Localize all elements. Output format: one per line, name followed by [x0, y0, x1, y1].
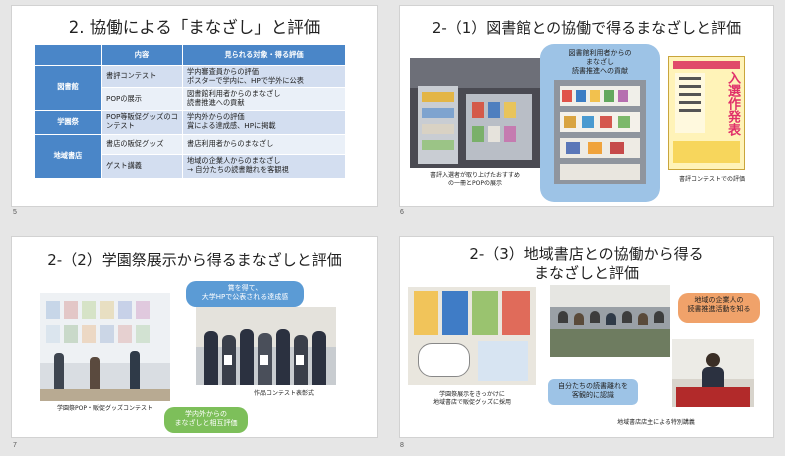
contest-poster-photo: 入選作発表 [668, 56, 745, 170]
slide-title: まなざしと評価 [533, 264, 639, 282]
table-cell: 学内外からの評価 賞による達成感、HPに掲載 [182, 109, 346, 135]
table-cell: 地域の企業人からのまなざし → 自分たちの読書離れを客観視 [182, 153, 346, 179]
photo-caption-right: 地域書店店主による特別講義 [617, 419, 695, 426]
exhibition-photo [40, 293, 170, 401]
table-header: 見られる対象・得る評価 [182, 44, 346, 66]
library-callout: 図書館利用者からの まなざし 読書推進への貢献 [540, 44, 660, 202]
slide-thumbnail-6[interactable]: 2-（1）図書館との協働で得るまなざしと評価 図書館利用者からの まなざし 読書… [400, 6, 773, 206]
slide-number: 7 [13, 442, 17, 449]
achievement-callout: 賞を得て、 大学HPで公表される達成感 [186, 281, 304, 307]
table-header [34, 44, 102, 66]
table-category: 図書館 [34, 65, 102, 111]
bookshelf-photo [554, 80, 646, 185]
slide-thumbnail-8[interactable]: 2-（3）地域書店との協働から得る まなざしと評価 地域の企業人の 読書推進活動… [400, 237, 773, 437]
slide-title: 2. 協働による「まなざし」と評価 [68, 18, 321, 37]
table-cell: 図書館利用者からのまなざし 読書推進への貢献 [182, 87, 346, 111]
lecture-hall-photo [550, 285, 670, 357]
table-cell: 書店の販促グッズ [101, 133, 183, 155]
table-header: 内容 [101, 44, 183, 66]
table-cell: 学内審査員からの評価 ポスターで学内に、HPで学外に公表 [182, 64, 346, 89]
slide-title: 2-（1）図書館との協働で得るまなざしと評価 [431, 19, 742, 37]
award-ceremony-photo [196, 307, 336, 385]
callout-text: 図書館利用者からの まなざし 読書推進への貢献 [568, 49, 632, 75]
evaluation-table: 内容 見られる対象・得る評価 図書館 書評コンテスト 学内審査員からの評価 ポス… [34, 44, 346, 179]
business-callout: 地域の企業人の 読書推進活動を知る [678, 293, 760, 323]
slide-number: 8 [400, 442, 404, 449]
poster-headline: 入選作発表 [725, 71, 740, 136]
table-cell: 書評コンテスト [101, 64, 183, 89]
slide-number: 6 [400, 209, 404, 216]
photo-caption-left: 学園祭POP・販促グッズコンテスト [57, 405, 153, 412]
photo-caption-right: 作品コンテスト表彰式 [253, 390, 314, 397]
slide-thumbnail-5[interactable]: 2. 協働による「まなざし」と評価 内容 見られる対象・得る評価 図書館 書評コ… [12, 6, 377, 206]
library-display-photo [410, 58, 540, 168]
table-category: 地域書店 [34, 133, 102, 179]
photo-caption-left: 学園祭展示をきっかけに 地域書店で販促グッズに採用 [432, 391, 511, 406]
table-cell: POPの展示 [101, 87, 183, 111]
evaluation-callout: 学内外からの まなざしと相互評価 [164, 407, 248, 433]
slide-title: 2-（2）学園祭展示から得るまなざしと評価 [47, 251, 342, 269]
photo-caption-right: 書評コンテストでの評価 [678, 176, 745, 183]
slide-thumbnail-7[interactable]: 2-（2）学園祭展示から得るまなざしと評価 賞を得て、 大学HPで公表され [12, 237, 377, 437]
awareness-callout: 自分たちの読書離れを 客観的に認識 [548, 379, 638, 405]
slide-number: 5 [13, 209, 17, 216]
slide-title: 2-（3）地域書店との協働から得る [469, 245, 704, 263]
speaker-photo [672, 339, 754, 407]
table-cell: 書店利用者からのまなざし [182, 133, 346, 155]
table-cell: ゲスト講義 [101, 153, 183, 179]
table-cell: POP等販促グッズのコンテスト [101, 109, 183, 135]
table-category: 学園祭 [34, 109, 102, 135]
photo-caption-left: 書評入選者が取り上げたおすすめ の一冊とPOPの展示 [429, 172, 520, 187]
bookstore-display-photo [408, 287, 536, 385]
